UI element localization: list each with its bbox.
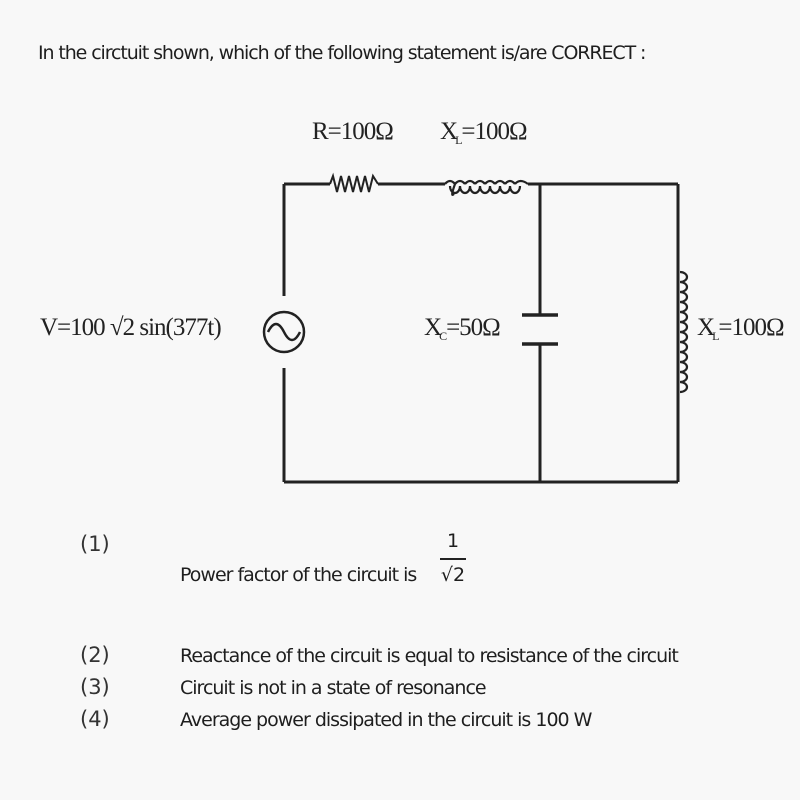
capacitor-value: =50Ω <box>446 314 501 341</box>
series-inductor-icon <box>444 179 529 196</box>
capacitor-symbol: X <box>424 314 442 341</box>
fraction-bar <box>440 558 466 560</box>
question-text: In the circtuit shown, which of the foll… <box>38 42 646 64</box>
source-label: V=100 √2 sin(377t) <box>40 314 222 341</box>
series-inductor-subscript: L <box>455 133 462 147</box>
capacitor-subscript: C <box>439 329 447 343</box>
option-1-text: Power factor of the circuit is <box>180 564 417 586</box>
shunt-inductor-icon <box>676 268 689 400</box>
fraction-denominator: √2 <box>440 564 466 586</box>
shunt-inductor-label: XL=100Ω <box>697 314 785 344</box>
resistor-icon <box>329 172 379 193</box>
series-inductor-label: XL=100Ω <box>440 118 528 148</box>
capacitor-label: XC=50Ω <box>424 314 501 344</box>
option-2-text: Reactance of the circuit is equal to res… <box>180 645 679 667</box>
option-1-fraction: 1 √2 <box>440 528 466 588</box>
fraction-numerator: 1 <box>446 530 460 552</box>
option-4-text: Average power dissipated in the circuit … <box>180 709 592 731</box>
option-3-text: Circuit is not in a state of resonance <box>180 677 487 699</box>
series-inductor-symbol: X <box>440 118 458 145</box>
option-1-number: (1) <box>80 532 110 556</box>
option-4-number: (4) <box>80 707 110 731</box>
shunt-inductor-subscript: L <box>712 329 719 343</box>
shunt-inductor-symbol: X <box>697 314 715 341</box>
capacitor-icon <box>522 313 558 346</box>
series-inductor-value: =100Ω <box>461 118 527 145</box>
option-3-number: (3) <box>80 675 110 699</box>
ac-source-icon <box>262 310 306 354</box>
resistor-label: R=100Ω <box>312 118 394 145</box>
option-2-number: (2) <box>80 643 110 667</box>
shunt-inductor-value: =100Ω <box>718 314 784 341</box>
